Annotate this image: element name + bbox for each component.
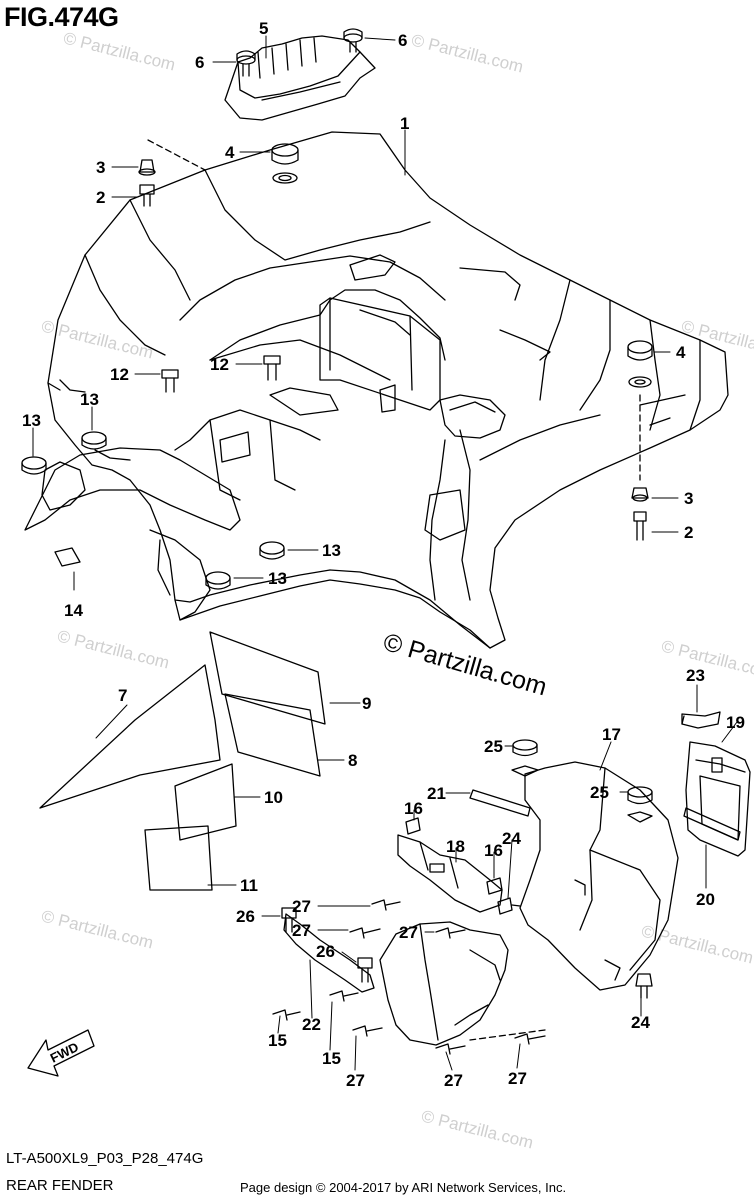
callout-25[interactable]: 25 (484, 737, 503, 756)
callout-18[interactable]: 18 (446, 837, 465, 856)
callout-11[interactable]: 11 (240, 876, 258, 895)
label-part (224, 693, 321, 777)
grommet-part (21, 431, 285, 590)
callout-27[interactable]: 27 (508, 1069, 527, 1088)
callout-27[interactable]: 27 (292, 897, 311, 916)
callout-13[interactable]: 13 (22, 411, 41, 430)
callout-6[interactable]: 6 (398, 31, 408, 50)
bolt-part (281, 907, 373, 983)
strap-part (283, 913, 375, 993)
callout-23[interactable]: 23 (686, 666, 705, 685)
callout-4[interactable]: 4 (225, 143, 235, 162)
callout-27[interactable]: 27 (444, 1071, 463, 1090)
callout-27[interactable]: 27 (292, 921, 311, 940)
callout-2[interactable]: 2 (96, 188, 106, 207)
grommet-part (627, 340, 653, 541)
callout-27[interactable]: 27 (346, 1071, 365, 1090)
rear-cover-part (519, 761, 679, 991)
left-bracket-part (24, 447, 241, 621)
callout-12[interactable]: 12 (110, 365, 129, 384)
bolt-part (161, 355, 281, 393)
diagram-code: LT-A500XL9_P03_P28_474G (6, 1150, 204, 1167)
callout-13[interactable]: 13 (268, 569, 287, 588)
callout-3[interactable]: 3 (684, 489, 694, 508)
callout-17[interactable]: 17 (602, 725, 621, 744)
diagram-title: REAR FENDER (6, 1177, 114, 1194)
splash-shield-part (379, 921, 509, 1046)
callout-21[interactable]: 21 (427, 784, 446, 803)
figure-title: FIG.474G (4, 2, 119, 32)
callout-2[interactable]: 2 (684, 523, 694, 542)
callout-26[interactable]: 26 (236, 907, 255, 926)
label-part (144, 825, 213, 891)
callout-14[interactable]: 14 (64, 601, 83, 620)
callout-22[interactable]: 22 (302, 1015, 321, 1034)
callout-15[interactable]: 15 (322, 1049, 341, 1068)
callout-16[interactable]: 16 (484, 841, 503, 860)
grommet-part (271, 143, 299, 184)
callout-16[interactable]: 16 (404, 799, 423, 818)
fwd-arrow-icon (27, 1029, 95, 1077)
mud-flap-part (685, 741, 751, 857)
callout-25[interactable]: 25 (590, 783, 609, 802)
callout-12[interactable]: 12 (210, 355, 229, 374)
seal-strip-part (683, 807, 741, 841)
callout-15[interactable]: 15 (268, 1031, 287, 1050)
label-part (39, 664, 221, 809)
storage-box-part (174, 297, 441, 501)
fastener-part (138, 139, 206, 207)
callout-13[interactable]: 13 (322, 541, 341, 560)
callout-5[interactable]: 5 (259, 19, 269, 38)
label-part (174, 763, 237, 841)
page-credit: Page design © 2004-2017 by ARI Network S… (240, 1180, 567, 1195)
bracket-part (224, 35, 376, 121)
callout-26[interactable]: 26 (316, 942, 335, 961)
spacer-part (486, 877, 503, 895)
callout-6[interactable]: 6 (195, 53, 205, 72)
callout-4[interactable]: 4 (676, 343, 686, 362)
fwd-label: FWD (48, 1039, 81, 1065)
spacer-part (405, 817, 421, 835)
callout-3[interactable]: 3 (96, 158, 106, 177)
callout-9[interactable]: 9 (362, 694, 372, 713)
clip-part (681, 711, 721, 729)
callout-24[interactable]: 24 (631, 1013, 650, 1032)
bolt-part (236, 28, 363, 77)
seal-strip-part (469, 789, 531, 817)
callout-19[interactable]: 19 (726, 713, 745, 732)
rear-fender-part (47, 131, 729, 649)
callout-8[interactable]: 8 (348, 751, 358, 770)
bolt-part (497, 897, 653, 999)
callout-1[interactable]: 1 (400, 114, 410, 133)
label-part (209, 631, 326, 725)
callout-27[interactable]: 27 (399, 923, 418, 942)
callout-7[interactable]: 7 (118, 686, 128, 705)
screw-part (349, 899, 546, 1055)
label-part (54, 547, 81, 567)
screw-part (272, 990, 359, 1021)
callout-10[interactable]: 10 (264, 788, 283, 807)
leader-lines (32, 35, 738, 1071)
callout-20[interactable]: 20 (696, 890, 715, 909)
callout-13[interactable]: 13 (80, 390, 99, 409)
bracket-part (397, 834, 503, 913)
callout-24[interactable]: 24 (502, 829, 521, 848)
